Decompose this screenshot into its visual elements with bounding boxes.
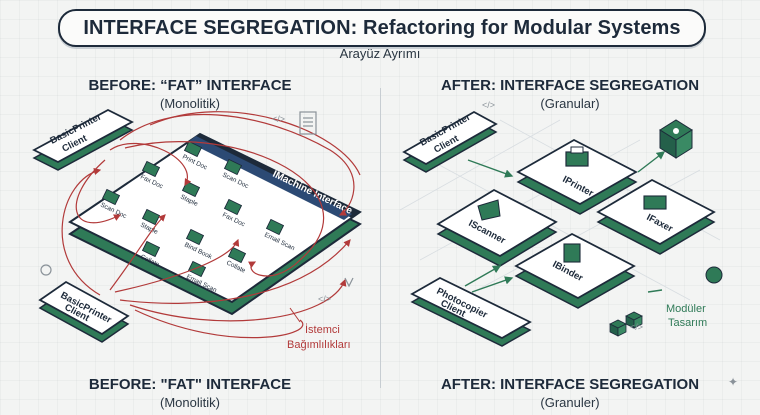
segregated-links xyxy=(464,151,666,293)
method-icon xyxy=(223,198,243,216)
dependency-curve xyxy=(119,239,351,304)
code-icon: </> xyxy=(630,322,643,332)
fax-icon xyxy=(643,195,667,210)
method-icon xyxy=(265,218,285,236)
modular-label-line2: Tasarım xyxy=(668,317,707,329)
link-arrow xyxy=(464,265,502,287)
method-icon xyxy=(227,246,247,264)
dependency-label-line1: İstemci xyxy=(305,323,340,336)
binder-icon xyxy=(563,243,581,263)
before-heading: BEFORE: “FAT” INTERFACE xyxy=(88,77,292,94)
decor-icons-right: </> </> ✦ xyxy=(482,100,738,389)
dependency-curve xyxy=(109,142,192,187)
decor-icons-left: </> </> xyxy=(40,111,354,304)
code-icon: </> xyxy=(318,294,331,304)
dependency-curve xyxy=(109,214,166,291)
page-title: INTERFACE SEGREGATION: Refactoring for M… xyxy=(83,16,681,39)
gear-icon xyxy=(673,128,679,134)
section-divider xyxy=(380,88,381,388)
title-banner: INTERFACE SEGREGATION: Refactoring for M… xyxy=(58,9,706,47)
method-icon xyxy=(141,160,161,178)
before-footer-heading: BEFORE: "FAT" INTERFACE xyxy=(88,376,292,393)
code-icon: </> xyxy=(272,114,285,124)
link-arrow xyxy=(467,159,514,178)
dependency-curve xyxy=(124,141,325,277)
iscanner-module xyxy=(436,188,558,267)
dependency-curve xyxy=(149,111,361,176)
printer-icon xyxy=(565,151,589,167)
link-arrow xyxy=(637,151,666,173)
method-icon xyxy=(141,240,161,258)
method-icon xyxy=(101,188,121,206)
method-icon xyxy=(183,140,203,158)
method-icon xyxy=(223,158,243,176)
after-basicprinter-client xyxy=(402,110,498,173)
ifaxer-module xyxy=(596,178,716,255)
dependency-label-line2: Bağımlılıkları xyxy=(287,339,351,351)
after-subheading: (Granular) xyxy=(540,96,600,111)
sparkle-icon xyxy=(344,277,354,288)
basicprinter-client-bottom xyxy=(38,280,130,343)
basicprinter-client-top xyxy=(32,108,134,171)
after-footer-subheading: (Granuler) xyxy=(540,395,600,410)
before-subheading: (Monolitik) xyxy=(160,96,220,111)
after-footer-heading: AFTER: INTERFACE SEGREGATION xyxy=(440,376,700,393)
document-icon xyxy=(299,111,317,135)
link-arrow xyxy=(471,276,514,293)
dependency-label-pointer xyxy=(289,307,301,323)
page-subtitle: Arayüz Ayrımı xyxy=(339,46,421,61)
gear-cube xyxy=(659,119,693,159)
photocopier-client xyxy=(410,276,532,347)
small-cubes xyxy=(609,266,723,337)
gear-icon xyxy=(40,264,52,276)
dependency-lines xyxy=(61,111,361,339)
ibinder-module xyxy=(514,232,636,309)
dependency-curve xyxy=(61,167,102,296)
method-icon xyxy=(185,228,205,246)
modular-label-line1: Modüler xyxy=(666,303,706,315)
before-footer-subheading: (Monolitik) xyxy=(160,395,220,410)
sparkle-icon: ✦ xyxy=(728,375,738,389)
dependency-curve xyxy=(129,278,347,322)
method-icon xyxy=(141,208,161,226)
method-icon xyxy=(187,260,207,278)
after-heading: AFTER: INTERFACE SEGREGATION xyxy=(440,77,700,94)
iprinter-module xyxy=(516,138,638,215)
scanner-icon xyxy=(477,199,501,221)
dependency-curve xyxy=(114,238,240,293)
badge-icon xyxy=(705,266,723,284)
code-icon: </> xyxy=(482,100,495,110)
dependency-curve xyxy=(134,309,304,339)
imachine-interface-slab xyxy=(68,132,362,316)
